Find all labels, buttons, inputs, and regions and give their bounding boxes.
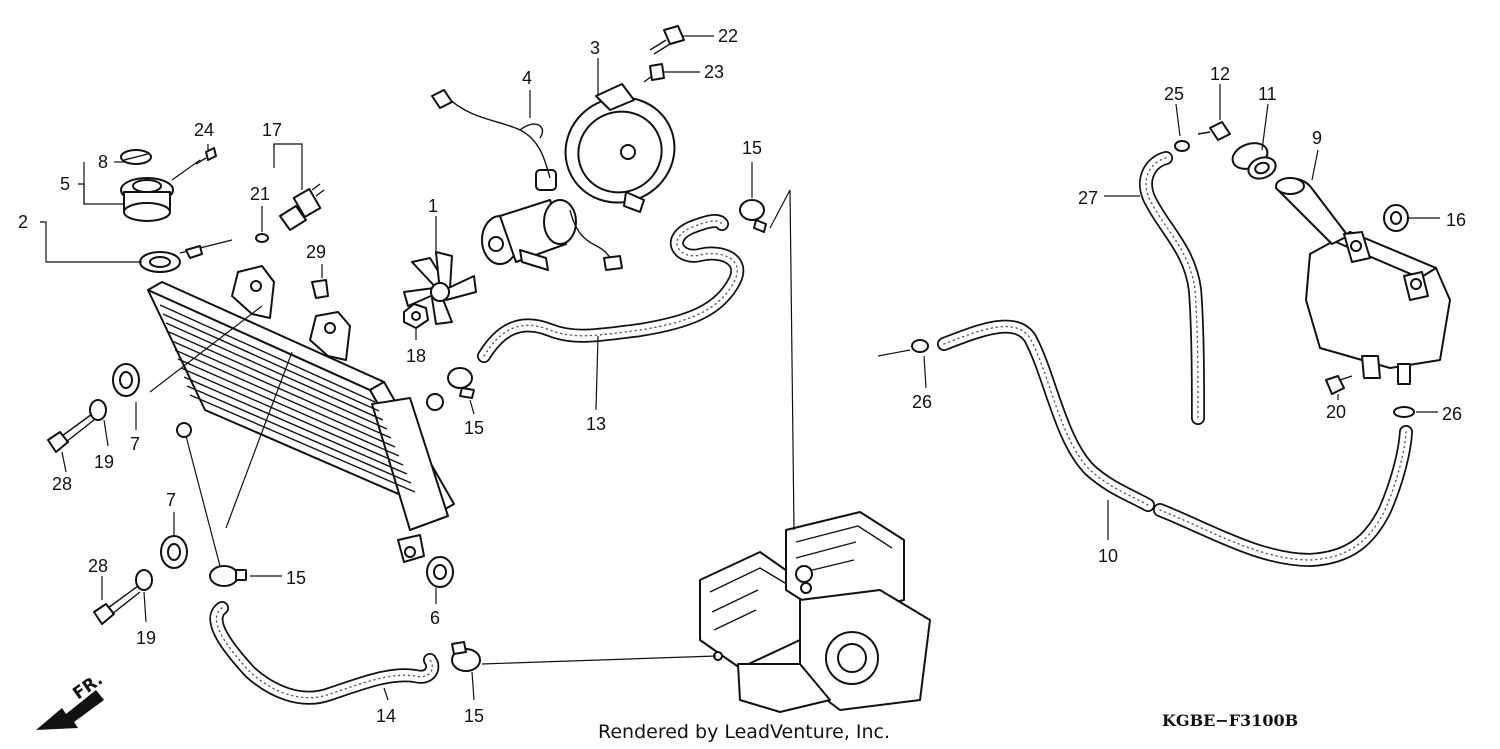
hose-clamp-lower [451,641,481,672]
callout-8: 8 [98,152,108,172]
hose-10 [937,319,1413,567]
reserve-cap-gasket [1231,142,1277,180]
grommet-lower [160,535,188,569]
flange-nut [403,303,429,329]
callout-21: 21 [250,184,270,204]
callout-11: 11 [1258,84,1277,104]
reserve-tank [1275,177,1451,385]
bolt-20 [1325,375,1353,395]
leader-lines [40,35,1440,701]
engine [699,511,931,713]
callout-2: 2 [18,212,28,232]
callout-29: 29 [306,242,326,262]
hose-clip-25 [1174,140,1190,152]
cap-stopper-plate [120,149,152,165]
hose-clamp-mid [447,367,475,399]
motor-wiring [431,89,623,271]
callout-26a: 26 [912,392,932,412]
callout-23: 23 [704,62,724,82]
callout-25: 25 [1164,84,1184,104]
callout-15b: 15 [464,418,484,438]
callout-15c: 15 [286,568,306,588]
callout-28a: 28 [52,474,72,494]
callout-4: 4 [522,68,532,88]
callout-19b: 19 [136,628,156,648]
collar-upper [89,399,107,421]
callout-14: 14 [376,706,396,726]
collar-lower [135,569,153,591]
callout-22: 22 [718,26,738,46]
callout-12: 12 [1210,64,1230,84]
callouts: 1 2 3 4 5 6 7 7 8 9 10 11 12 13 14 15 15… [18,26,1466,726]
callout-5: 5 [60,174,70,194]
small-screw-24 [195,147,217,165]
screw-23 [643,63,665,83]
fan-shroud [564,83,676,213]
grommet-6 [426,556,454,588]
callout-7b: 7 [166,490,176,510]
callout-13: 13 [586,414,606,434]
hose-clip-26-left [877,339,929,357]
sealing-washer [255,233,269,243]
callout-9: 9 [1312,128,1322,148]
callout-26b: 26 [1442,404,1462,424]
hose-clamp-upper [739,199,767,233]
credit-text: Rendered by LeadVenture, Inc. [598,721,890,743]
callout-15a: 15 [742,138,762,158]
callout-15d: 15 [464,706,484,726]
grommet-upper [112,363,140,397]
clip-29 [311,279,329,299]
fan-motor [481,169,577,271]
callout-27: 27 [1078,188,1098,208]
callout-19a: 19 [94,452,114,472]
fan-blade [403,251,477,325]
callout-7a: 7 [130,434,140,454]
hose-clip-26-right [1393,406,1415,418]
hose-13 [477,214,745,363]
hose-14 [209,601,440,705]
callout-24: 24 [194,120,214,140]
bolt-lower [93,585,141,625]
cushion-16 [1383,204,1409,232]
radiator-cap [120,177,174,222]
callout-1: 1 [428,196,438,216]
callout-10: 10 [1098,546,1118,566]
filler-neck [139,239,233,273]
bolt-upper [47,413,95,453]
callout-20: 20 [1326,402,1346,422]
thermo-switch [279,183,325,231]
callout-6: 6 [430,608,440,628]
callout-16: 16 [1446,210,1466,230]
front-direction-arrow: FR. [36,670,107,730]
callout-3: 3 [590,38,600,58]
callout-18: 18 [406,346,426,366]
radiator [147,265,455,563]
hose-27 [1139,151,1205,425]
bolt-22 [649,25,685,55]
callout-28b: 28 [88,556,108,576]
reserve-cap-12 [1197,121,1231,141]
diagram-code: KGBE−F3100B [1162,711,1298,730]
hose-clamp-lower-left [209,565,247,587]
callout-17: 17 [262,120,282,140]
